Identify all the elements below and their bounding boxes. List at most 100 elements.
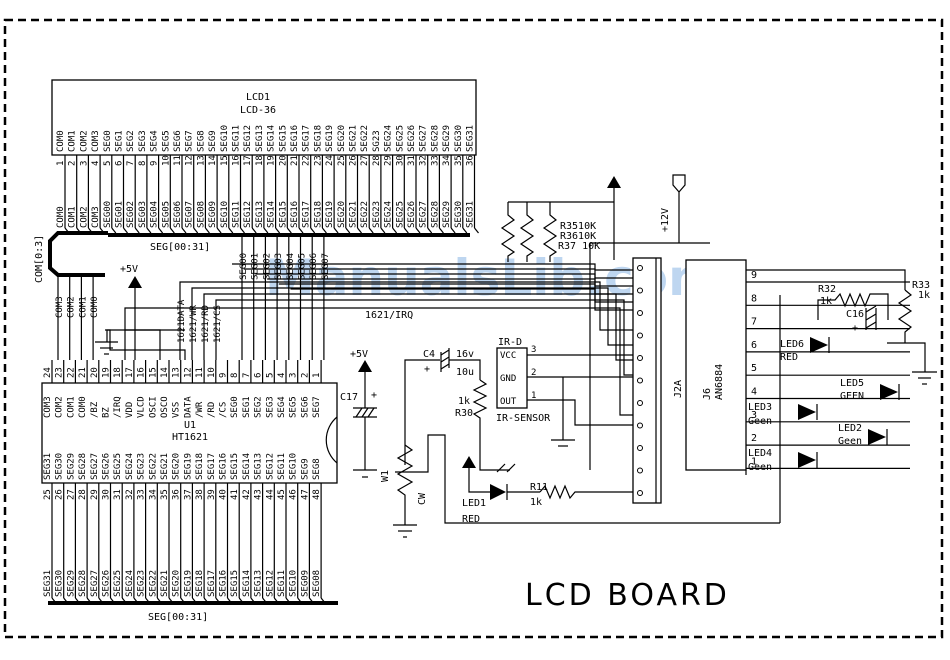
lcd1-net-label: COM1 [68,206,78,228]
r30-value: 1k [458,396,470,407]
lcd1-net-label: SEG02 [126,201,136,228]
power-arrow-icon [607,176,621,188]
u1-bottom-pin-label: SEG24 [125,453,135,480]
led-diode-icon [868,429,886,445]
lcd1-pin-label: SEG4 [150,130,160,152]
c4-value: 10u [456,367,474,378]
lcd1-pin-label: SEG25 [395,125,405,152]
j2a-pin-icon [637,265,643,271]
led-diode-icon [798,404,816,420]
u1-bottom-net-label: SEG30 [55,570,65,597]
u1-top-pin-number: 21 [78,367,88,378]
lcd1-net-label: SEG19 [325,201,335,228]
lcd1-net-label: SEG31 [466,201,476,228]
lcd1-pin-label: SG23 [372,130,382,152]
u1-bottom-pin-number: 43 [254,489,264,500]
seg-tap-label: SEG02 [262,253,272,280]
lcd1-pin-number: 4 [91,161,101,166]
u1-signal-label: 1621/RD [201,305,211,343]
j2a-pin-icon [637,377,643,384]
lcd1-pin-label: SEG9 [208,130,218,152]
lcd1-pin-label: SEG18 [313,125,323,152]
u1-bottom-net-label: SEG08 [312,570,322,597]
c4-voltage: 16v [456,349,474,360]
u1-bottom-net-label: SEG26 [102,570,112,597]
lcd1-pin-number: 5 [103,161,113,166]
led-color: Geen [748,416,772,427]
lcd1-pin-label: SEG3 [138,130,148,152]
lcd1-pin-label: SEG7 [185,130,195,152]
signal-line [215,299,640,376]
u1-bottom-pin-label: SEG8 [312,458,322,480]
u1-top-pin-number: 20 [90,367,100,378]
lcd1-net-label: SEG12 [243,201,253,228]
j6-body [685,259,747,471]
lcd1-net-label: SEG05 [161,201,171,228]
r30-ref: R30 [455,408,473,419]
u1-bottom-pin-label: SEG25 [113,453,123,480]
u1-bottom-pin-number: 46 [289,489,299,500]
ird-body [496,347,528,409]
ird-name: IR-SENSOR [496,413,551,424]
led1-diode-icon [490,484,506,500]
u1-top-pin-label: /RD [207,402,217,418]
board-title: LCD BOARD [525,578,730,613]
lcd1-pin-label: SEG14 [267,125,277,152]
u1-bottom-pin-number: 35 [160,489,170,500]
lcd1-pin-number: 12 [185,155,195,166]
u1-top-pin-label: SEG2 [254,396,264,418]
r36-label: R3610K [560,231,596,242]
u1-top-pin-number: 1 [312,373,322,378]
c17-ref: C17 [340,392,358,403]
power-arrow-icon [128,276,142,288]
u1-bottom-pin-label: SEG15 [230,453,240,480]
u1-bottom-pin-number: 48 [312,489,322,500]
lcd1-pin-label: SEG29 [442,125,452,152]
u1-bottom-net-label: SEG20 [172,570,182,597]
u1-top-pin-label: /BZ [90,401,100,418]
u1-bottom-pin-number: 29 [90,489,100,500]
seg-tap-label: SEG03 [274,253,284,280]
u1-bottom-pin-number: 34 [148,489,158,500]
u1-top-pin-number: 5 [265,373,275,378]
ird-pin-1: 1 [531,391,536,401]
u1-top-pin-number: 24 [43,367,53,378]
ird-pin-vcc: VCC [500,351,516,361]
com-tap-label: COM1 [78,296,88,318]
u1-bottom-pin-label: SEG16 [219,453,229,480]
lcd1-net-label: SEG06 [173,201,183,228]
j6-ref: J6 [702,388,713,400]
u1-top-pin-number: 17 [125,367,135,378]
lcd1-pin-label: SEG24 [384,125,394,152]
r32-ref: R32 [818,284,836,295]
led1-ref: LED1 [462,498,486,509]
seg-bus-top: SEG[00:31] [108,233,470,253]
bus-line [290,288,640,311]
lcd1-pin-label: SEG20 [337,125,347,152]
power-arrow-icon [358,360,372,372]
lcd1-pin-label: SEG27 [419,125,429,152]
u1-top-pin-number: 13 [172,367,182,378]
u1-bottom-net-label: SEG29 [66,570,76,597]
led-ref: LED6 [780,339,804,350]
j2a-pin-icon [637,332,643,339]
led-diode-icon [798,452,816,468]
u1-top-pin-label: SEG3 [265,396,275,418]
sheet-border [3,18,944,639]
p12v-label: +12V [660,208,671,232]
u1-top-pin-label: SEG7 [312,396,322,418]
u1-top-pin-number: 10 [207,367,217,378]
lcd1-pin-number: 31 [407,155,417,166]
j2a-pin-icon [637,355,643,361]
led-ref: LED5 [840,378,864,389]
lcd1-net-label: SEG22 [360,201,370,228]
u1-top-pin-number: 6 [254,373,264,378]
led1-r11-group: LED1 RED R11 1k [462,456,640,525]
w1-ref: W1 [380,470,391,482]
lcd1-pin-number: 23 [313,155,323,166]
led-ref: LED2 [838,423,862,434]
u1-bottom-net-label: SEG21 [160,570,170,597]
